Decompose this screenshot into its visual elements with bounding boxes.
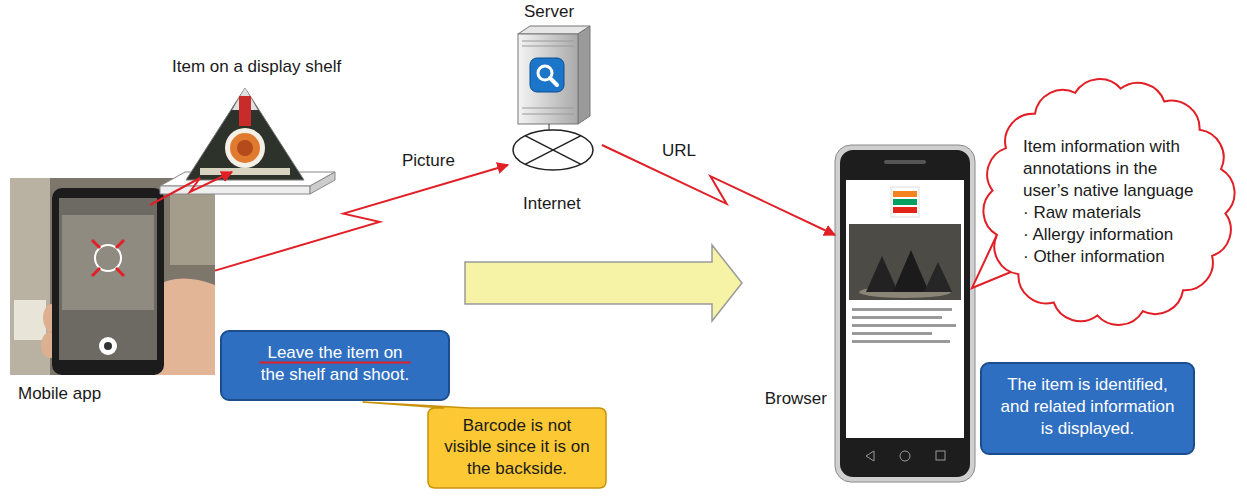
smartphone [866,451,874,461]
server-node: ServerInternet [508,25,602,175]
signal-arrow [215,165,508,271]
server-icon [522,46,574,47]
server-icon [530,58,564,92]
smartphone [893,207,917,213]
edge-label: Picture [400,150,457,172]
box-text: · Raw materials [1023,202,1203,224]
result-box: The item is identified, and related info… [980,362,1195,455]
internet-symbol [525,136,581,165]
box-text: Leave the item on the shelf and shoot. [257,342,413,386]
shoot-signal [150,172,232,205]
cloud-outline [983,79,1234,325]
server-icon [578,26,590,124]
rice-ball-package [225,128,265,168]
item-caption: Item on a display shelf [170,56,343,78]
rice-ball-package [230,133,260,163]
server-icon [518,34,578,124]
smartphone [852,316,942,319]
smartphone [840,150,970,477]
box-text: The item is identified, and related info… [994,374,1181,440]
app-photo [104,342,112,350]
app-photo [59,198,157,360]
smartphone [835,145,975,482]
app-photo [52,188,164,375]
barcode-callout: Barcode is not visible since it is on th… [428,408,606,488]
app-photo-node: Mobile app [10,178,215,375]
display-shelf [310,172,335,194]
app-photo [99,337,117,355]
app-photo [14,300,46,340]
cloud-outline [980,76,1238,328]
box-text: Item information with annotations in the… [1023,136,1203,202]
flow-arrow [465,245,742,321]
rice-ball-package [239,96,251,126]
smartphone [852,332,932,335]
box-text: · Allergy information [1023,224,1203,246]
node-label: Internet [523,193,581,215]
app-photo [62,215,154,310]
rice-ball-package [186,88,304,180]
smartphone [846,180,964,438]
smartphone [852,340,950,343]
internet-symbol [513,130,593,170]
server-icon [549,124,550,130]
node-label: Server [524,1,574,23]
node-label: Mobile app [18,383,101,405]
app-photo [92,268,100,276]
rice-ball-package [237,140,253,156]
app-photo [170,185,215,265]
callout-outline [363,402,606,488]
rice-ball-package [200,168,290,175]
smartphone [884,160,926,164]
app-photo [116,268,124,276]
shoot-signal [150,172,232,205]
internet-symbol [513,130,593,170]
smartphone [893,250,929,292]
app-photo [116,240,124,248]
rice-ball-package [186,88,304,180]
smartphone [866,256,898,292]
edge-label: URL [660,140,698,162]
server-icon [522,41,574,42]
smartphone [849,224,961,300]
smartphone [835,145,975,482]
app-photo [92,240,100,248]
smartphone [852,308,952,311]
box-text: · Other information [1023,246,1203,268]
app-photo [10,178,215,375]
smartphone [900,451,910,461]
server-icon [522,108,574,109]
instruction-box: Leave the item on the shelf and shoot. [220,330,450,401]
server-icon [550,78,557,85]
smartphone [924,262,952,292]
smartphone [852,324,956,327]
signal-arrow [602,145,835,235]
browser-phone-node: Browser [835,145,975,482]
smartphone [936,451,945,460]
node-label: Browser [765,388,827,410]
smartphone [893,191,917,197]
info-cloud: Item information with annotations in the… [980,76,1238,328]
box-text: Barcode is not visible since it is on th… [440,415,594,479]
smartphone [891,187,919,217]
server-icon [518,26,590,130]
internet-symbol [525,136,581,165]
flow-arrow [465,245,742,321]
app-photo [10,178,215,375]
server-icon [522,114,574,115]
smartphone [893,199,917,205]
